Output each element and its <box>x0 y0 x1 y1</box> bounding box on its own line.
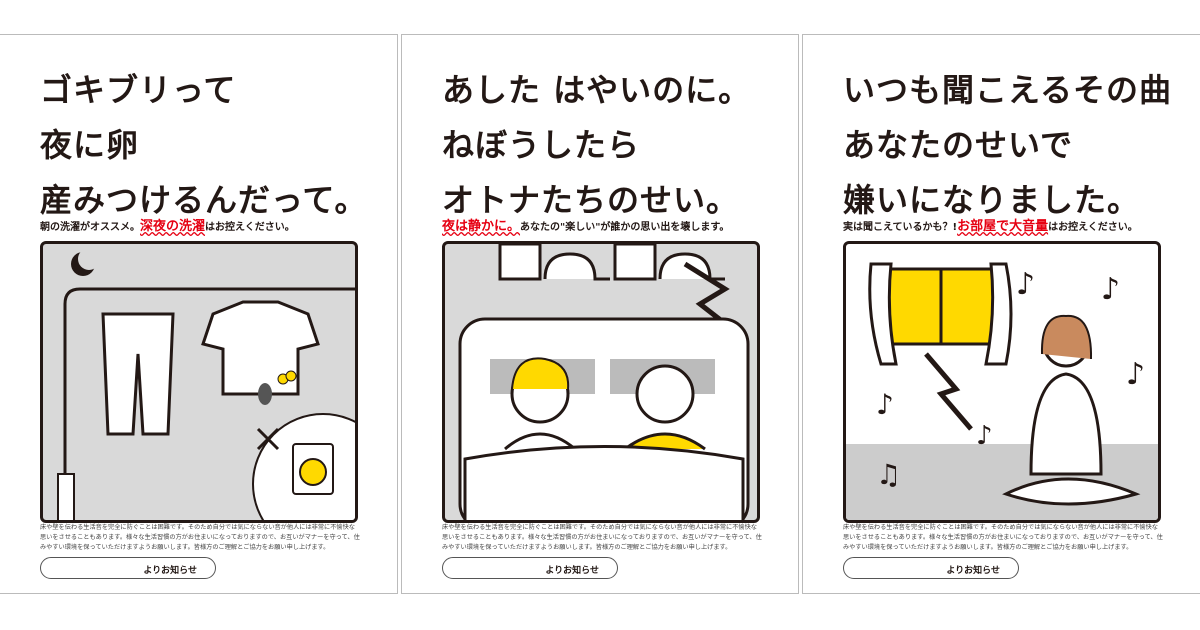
svg-text:♪: ♪ <box>876 388 894 421</box>
headline: ゴキブリって夜に卵産みつけるんだって。 <box>40 63 367 228</box>
cockroach-icon <box>258 383 272 405</box>
headline-line: ねぼうしたら <box>442 126 641 164</box>
headline-line: あなたのせいで <box>843 126 1074 164</box>
subtitle-text: あなたの"楽しい"が誰かの思い出を壊します。 <box>520 222 730 233</box>
subtitle-text: はお控えください。 <box>205 222 295 233</box>
notice-button[interactable]: よりお知らせ <box>442 557 618 579</box>
headline: あした はやいのに。ねぼうしたらオトナたちのせい。 <box>442 63 751 228</box>
subtitle-text: はお控えください。 <box>1048 222 1138 233</box>
svg-text:♪: ♪ <box>1126 357 1145 392</box>
shirt-icon <box>201 300 320 396</box>
subtitle-text: 実は聞こえているかも？! <box>843 222 958 233</box>
svg-text:♫: ♫ <box>876 458 901 491</box>
notice-button[interactable]: よりお知らせ <box>40 557 216 579</box>
lightning-icon <box>924 352 973 431</box>
headline-line: 嫌いになりました。 <box>843 181 1141 219</box>
child-face <box>635 364 695 424</box>
svg-text:♪: ♪ <box>1016 267 1035 302</box>
svg-text:♪: ♪ <box>976 421 993 451</box>
subtitle-highlight: 夜は静かに。 <box>442 219 521 234</box>
subtitle-highlight: お部屋で大音量 <box>957 219 1049 234</box>
laundry-drawing <box>57 248 355 520</box>
poster-loud-music: いつも聞こえるその曲あなたのせいで嫌いになりました。 実は聞こえているかも？!お… <box>802 34 1200 594</box>
notice-button[interactable]: よりお知らせ <box>843 557 1019 579</box>
pants-icon <box>101 312 175 436</box>
poster-quiet-night: あした はやいのに。ねぼうしたらオトナたちのせい。 夜は静かに。あなたの"楽しい… <box>401 34 799 594</box>
headline-line: あした はやいのに。 <box>442 71 752 109</box>
headline: いつも聞こえるその曲あなたのせいで嫌いになりました。 <box>843 63 1172 228</box>
bedroom-drawing <box>458 244 750 520</box>
svg-text:♪: ♪ <box>1101 272 1120 307</box>
room-drawing: ♪ ♪ ♪ ♪ ♪ ♫ <box>846 262 1158 520</box>
notice-body: 床や壁を伝わる生活音を完全に防ぐことは困難です。そのため自分では気にならない音が… <box>843 524 1163 551</box>
headline-line: 産みつけるんだって。 <box>40 181 368 219</box>
bedroom-illustration <box>442 241 760 523</box>
notice-body: 床や壁を伝わる生活音を完全に防ぐことは困難です。そのため自分では気にならない音が… <box>442 524 762 551</box>
subtitle-text: 朝の洗濯がオススメ。 <box>40 222 140 233</box>
notice-body: 床や壁を伝わる生活音を完全に防ぐことは困難です。そのため自分では気にならない音が… <box>40 524 360 551</box>
subtitle-highlight: 深夜の洗濯 <box>140 219 206 234</box>
headline-line: 夜に卵 <box>40 126 140 164</box>
headline-line: ゴキブリって <box>40 71 237 109</box>
subtitle: 夜は静かに。あなたの"楽しい"が誰かの思い出を壊します。 <box>442 215 729 234</box>
subtitle: 実は聞こえているかも？!お部屋で大音量はお控えください。 <box>843 215 1138 234</box>
headline-line: いつも聞こえるその曲 <box>843 71 1173 109</box>
laundry-illustration <box>40 241 358 523</box>
headline-line: オトナたちのせい。 <box>442 181 740 219</box>
room-illustration: ♪ ♪ ♪ ♪ ♪ ♫ <box>843 241 1161 523</box>
poster-laundry: ゴキブリって夜に卵産みつけるんだって。 朝の洗濯がオススメ。深夜の洗濯はお控えく… <box>0 34 398 594</box>
subtitle: 朝の洗濯がオススメ。深夜の洗濯はお控えください。 <box>40 215 295 234</box>
